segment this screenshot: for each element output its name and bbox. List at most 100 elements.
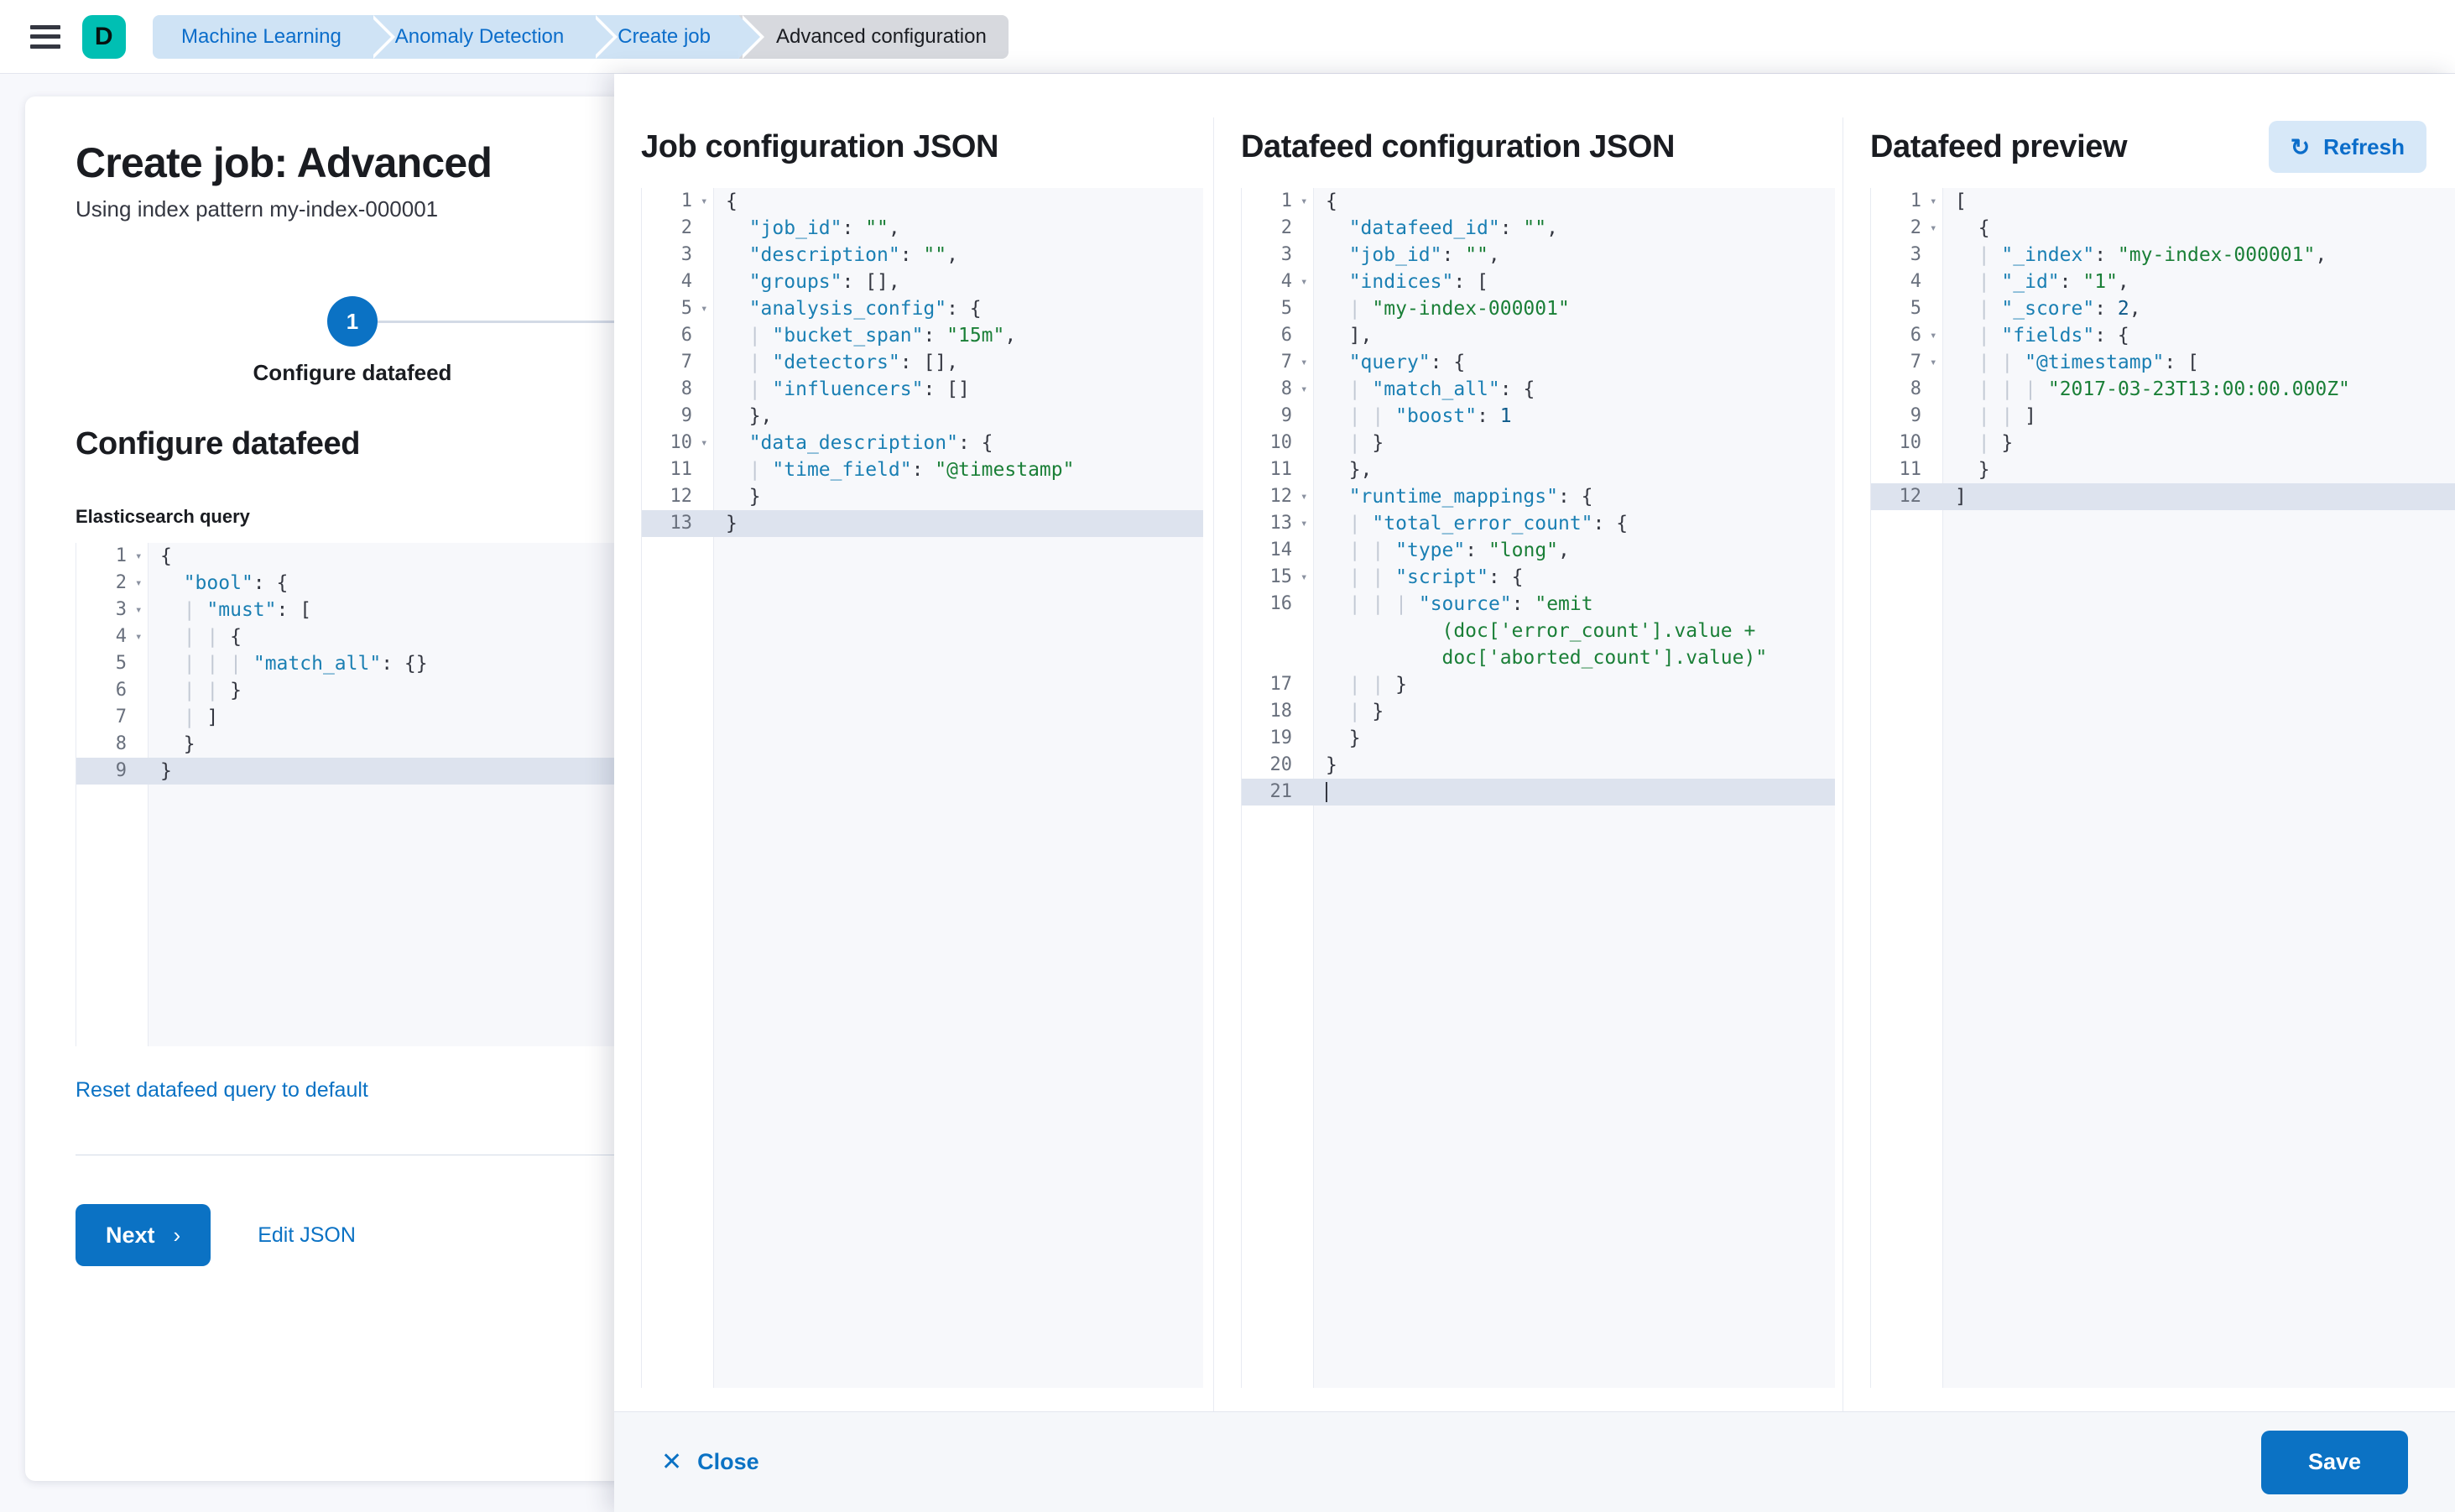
fold-toggle-icon[interactable]: ▾ xyxy=(1300,517,1308,530)
code-line: 5▾ "analysis_config": { xyxy=(642,295,1203,322)
line-number: 2 xyxy=(1910,217,1921,238)
column-header: Job configuration JSON xyxy=(641,117,1213,176)
breadcrumb-item-anomaly-detection[interactable]: Anomaly Detection xyxy=(369,14,618,59)
hamburger-menu-icon[interactable] xyxy=(30,24,60,49)
line-number: 11 xyxy=(670,459,693,480)
code-line: 7▾ | | "@timestamp": [ xyxy=(1871,349,2455,376)
fold-toggle-icon[interactable]: ▾ xyxy=(1300,571,1308,584)
code-line: 4▾ | | { xyxy=(76,623,764,650)
line-number: 1 xyxy=(680,190,692,211)
preview-json-editor[interactable]: 1▾[2▾ {3 | "_index": "my-index-000001",4… xyxy=(1870,188,2455,1388)
code-line: 13} xyxy=(642,510,1203,537)
code-line: 11 }, xyxy=(1242,456,1835,483)
page-subtitle: Using index pattern my-index-000001 xyxy=(76,196,439,222)
line-number: 10 xyxy=(1899,432,1922,453)
line-number: 6 xyxy=(1280,325,1292,346)
line-number: 3 xyxy=(115,599,127,620)
job-json-editor[interactable]: 1▾{2 "job_id": "",3 "description": "",4 … xyxy=(641,188,1203,1388)
save-button[interactable]: Save xyxy=(2260,1430,2408,1494)
code-text: }, xyxy=(748,405,773,427)
code-text: "groups": [], xyxy=(748,271,900,293)
workspace-logo[interactable]: D xyxy=(82,14,126,59)
close-button[interactable]: ✕ Close xyxy=(661,1447,759,1477)
breadcrumb-item-advanced-configuration: Advanced configuration xyxy=(738,14,1009,59)
fold-toggle-icon[interactable]: ▾ xyxy=(1930,329,1937,342)
line-number: 2 xyxy=(115,572,127,593)
editor-gutter xyxy=(642,188,714,1388)
line-number: 4 xyxy=(115,626,127,647)
code-text: { xyxy=(1978,217,1990,239)
code-text: "indices": [ xyxy=(1348,271,1488,293)
code-line: 7 | ] xyxy=(76,704,764,731)
stepper-step-1[interactable]: 1 xyxy=(327,296,378,347)
fold-toggle-icon[interactable]: ▾ xyxy=(701,436,708,450)
line-number: 3 xyxy=(1280,244,1292,265)
code-line: 17 | | } xyxy=(1242,671,1835,698)
line-number: 2 xyxy=(1280,217,1292,238)
code-line: 4 | "_id": "1", xyxy=(1871,269,2455,295)
code-text: | "total_error_count": { xyxy=(1348,513,1629,534)
line-number: 16 xyxy=(1269,593,1293,614)
code-line: 16 | | | "source": "emit (doc['error_cou… xyxy=(1242,591,1835,671)
code-line: 13▾ | "total_error_count": { xyxy=(1242,510,1835,537)
code-text: | | "@timestamp": [ xyxy=(1978,352,2199,373)
code-text: | "_index": "my-index-000001", xyxy=(1978,244,2327,266)
line-number: 4 xyxy=(1910,271,1921,292)
fold-toggle-icon[interactable]: ▾ xyxy=(135,576,143,590)
code-line: 10 | } xyxy=(1242,430,1835,456)
fold-toggle-icon[interactable]: ▾ xyxy=(1300,490,1308,503)
fold-toggle-icon[interactable]: ▾ xyxy=(1300,195,1308,208)
page-title: Create job: Advanced xyxy=(76,139,493,186)
code-line: 14 | | "type": "long", xyxy=(1242,537,1835,564)
next-button[interactable]: Next › xyxy=(76,1204,211,1266)
code-line: 1▾{ xyxy=(1242,188,1835,215)
fold-toggle-icon[interactable]: ▾ xyxy=(1300,383,1308,396)
fold-toggle-icon[interactable]: ▾ xyxy=(135,603,143,617)
fold-toggle-icon[interactable]: ▾ xyxy=(135,630,143,644)
code-line: 3 | "_index": "my-index-000001", xyxy=(1871,242,2455,269)
code-text: | | | "match_all": {} xyxy=(183,653,428,675)
fold-toggle-icon[interactable]: ▾ xyxy=(1930,222,1937,235)
line-number: 21 xyxy=(1269,781,1293,802)
fold-toggle-icon[interactable]: ▾ xyxy=(701,195,708,208)
close-icon: ✕ xyxy=(661,1448,683,1476)
datafeed-json-editor[interactable]: 1▾{2 "datafeed_id": "",3 "job_id": "",4▾… xyxy=(1241,188,1835,1388)
refresh-button-label: Refresh xyxy=(2323,133,2405,159)
code-line: 8▾ | "match_all": { xyxy=(1242,376,1835,403)
code-line: 4 "groups": [], xyxy=(642,269,1203,295)
fold-toggle-icon[interactable]: ▾ xyxy=(1930,356,1937,369)
code-line: 12▾ "runtime_mappings": { xyxy=(1242,483,1835,510)
line-number: 12 xyxy=(1899,486,1922,507)
fold-toggle-icon[interactable]: ▾ xyxy=(1300,275,1308,289)
line-number: 8 xyxy=(115,733,127,754)
code-line: 18 | } xyxy=(1242,698,1835,725)
line-number: 5 xyxy=(680,298,692,319)
line-number: 20 xyxy=(1269,754,1293,775)
code-line: 6 | "bucket_span": "15m", xyxy=(642,322,1203,349)
code-text: } xyxy=(1326,754,1337,776)
fold-toggle-icon[interactable]: ▾ xyxy=(1930,195,1937,208)
code-text: } xyxy=(748,486,761,508)
code-line: 6 ], xyxy=(1242,322,1835,349)
code-text: | } xyxy=(1348,701,1384,722)
code-line: 9 | | ] xyxy=(1871,403,2455,430)
reset-datafeed-query-link[interactable]: Reset datafeed query to default xyxy=(76,1078,368,1102)
refresh-button[interactable]: ↻Refresh xyxy=(2268,121,2426,173)
line-number: 9 xyxy=(115,760,127,781)
fold-toggle-icon[interactable]: ▾ xyxy=(701,302,708,315)
code-line: 11 } xyxy=(1871,456,2455,483)
code-text: { xyxy=(726,190,738,212)
fold-toggle-icon[interactable]: ▾ xyxy=(135,550,143,563)
breadcrumb-item-machine-learning[interactable]: Machine Learning xyxy=(153,14,395,59)
code-line: 10▾ "data_description": { xyxy=(642,430,1203,456)
line-number: 8 xyxy=(680,378,692,399)
line-number: 7 xyxy=(680,352,692,373)
line-number: 11 xyxy=(1899,459,1922,480)
section-heading: Configure datafeed xyxy=(76,426,361,461)
fold-toggle-icon[interactable]: ▾ xyxy=(1300,356,1308,369)
edit-json-link[interactable]: Edit JSON xyxy=(258,1223,356,1247)
line-number: 9 xyxy=(1910,405,1921,426)
